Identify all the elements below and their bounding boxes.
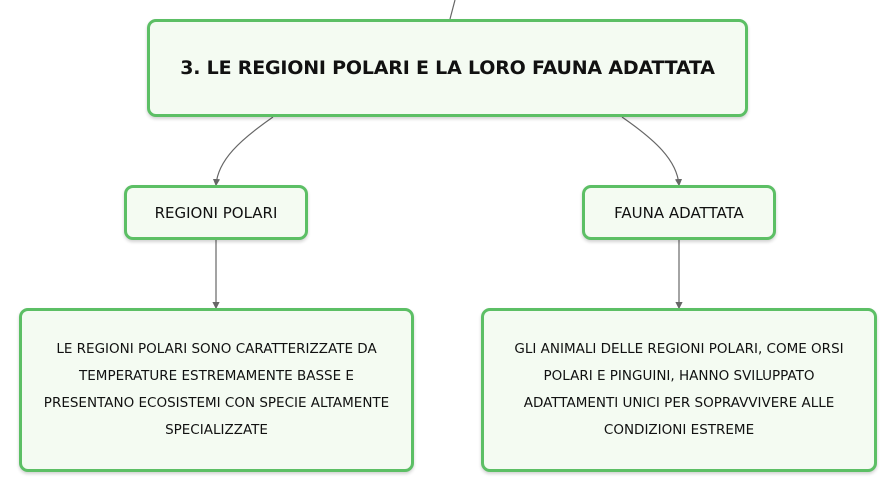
connector-title-to-fauna xyxy=(621,116,683,187)
central-topic-title: 3. LE REGIONI POLARI E LA LORO FAUNA ADA… xyxy=(180,57,715,79)
branch-label-fauna-adattata: FAUNA ADATTATA xyxy=(614,203,744,222)
branch-label-regioni-polari: REGIONI POLARI xyxy=(154,203,278,222)
branch-node-regioni-polari[interactable]: REGIONI POLARI xyxy=(124,185,308,240)
connector-title-to-regioni xyxy=(212,116,274,187)
detail-text-fauna-adattata: GLI ANIMALI DELLE REGIONI POLARI, COME O… xyxy=(514,341,844,438)
connector-incoming xyxy=(449,0,456,20)
detail-text-regioni-polari: LE REGIONI POLARI SONO CARATTERIZZATE DA… xyxy=(43,341,390,438)
central-topic-node[interactable]: 3. LE REGIONI POLARI E LA LORO FAUNA ADA… xyxy=(147,19,748,117)
branch-node-fauna-adattata[interactable]: FAUNA ADATTATA xyxy=(582,185,776,240)
detail-node-fauna-adattata[interactable]: GLI ANIMALI DELLE REGIONI POLARI, COME O… xyxy=(481,308,877,472)
detail-node-regioni-polari[interactable]: LE REGIONI POLARI SONO CARATTERIZZATE DA… xyxy=(19,308,414,472)
